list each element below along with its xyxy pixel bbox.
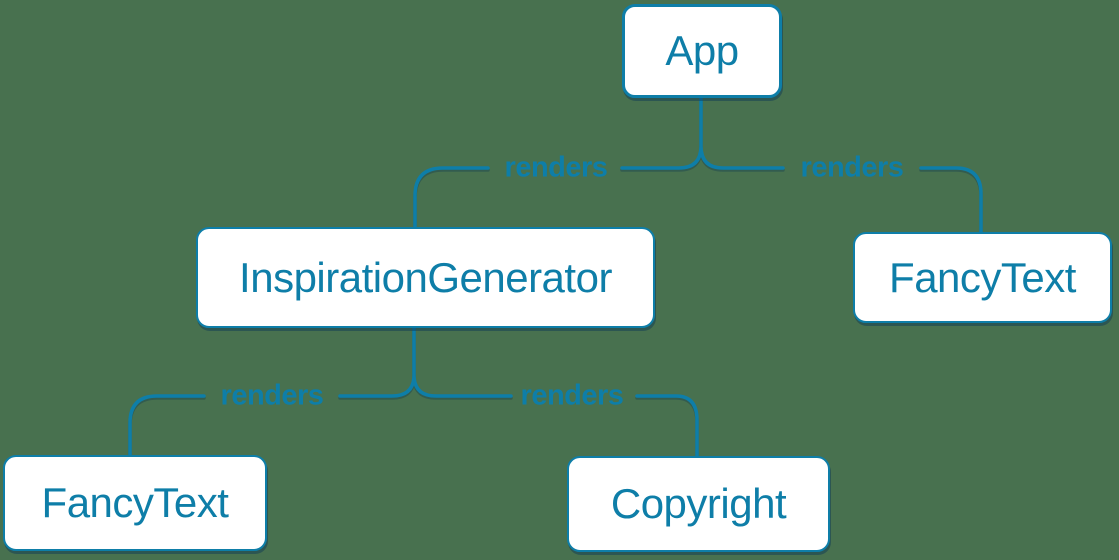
node-fancy-text-left-label: FancyText — [41, 479, 229, 526]
node-fancy-text-right-label: FancyText — [889, 253, 1076, 301]
node-inspiration-generator: InspirationGenerator — [196, 227, 655, 328]
node-app-label: App — [665, 27, 739, 74]
node-copyright-label: Copyright — [610, 480, 787, 527]
node-fancy-text-left: FancyText — [3, 455, 267, 551]
node-app: App — [622, 4, 782, 98]
edge-label-inspirationgenerator-copyright: renders — [520, 379, 624, 412]
node-inspiration-generator-label: InspirationGenerator — [239, 253, 612, 301]
edge-label-app-fancytext: renders — [800, 151, 904, 184]
connector-paths — [128, 96, 983, 458]
edge-label-inspirationgenerator-fancytext: renders — [220, 379, 324, 412]
node-fancy-text-right: FancyText — [853, 232, 1112, 323]
node-copyright: Copyright — [567, 456, 830, 552]
edge-label-app-inspirationgenerator: renders — [504, 151, 608, 184]
